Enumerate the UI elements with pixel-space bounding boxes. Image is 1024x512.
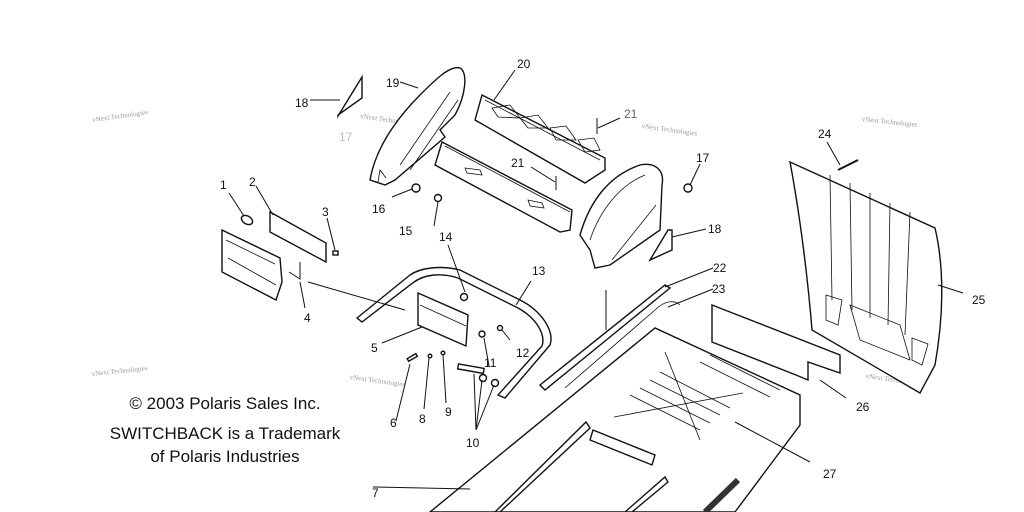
part-14-grommet — [459, 292, 469, 302]
part-4-l-bracket — [288, 262, 301, 280]
callout-24: 24 — [818, 127, 832, 141]
part-3-screw — [332, 250, 339, 256]
callout-8: 8 — [419, 412, 426, 426]
callout-5: 5 — [371, 341, 378, 355]
callout-11: 11 — [484, 356, 497, 370]
callout-1: 1 — [220, 178, 227, 192]
callout-18-left: 18 — [295, 96, 309, 110]
part-13-bumper — [355, 266, 552, 399]
watermark: vNext Technologies — [641, 122, 698, 138]
part-1-bulb — [240, 214, 254, 226]
part-5-tail-light — [417, 291, 469, 348]
part-10-pin — [456, 363, 485, 375]
part-22-rail — [538, 284, 672, 391]
part-7-tunnel — [428, 327, 801, 512]
callout-2: 2 — [249, 175, 256, 189]
callout-17-left: 17 — [339, 130, 353, 144]
part-10-washer-a — [478, 373, 488, 383]
callout-21: 21 — [511, 156, 525, 170]
callout-26: 26 — [856, 400, 870, 414]
watermark: vNext Technologies — [349, 373, 406, 389]
callout-14: 14 — [439, 230, 453, 244]
part-bracket-lower — [434, 140, 573, 233]
part-20-bracket-upper — [474, 93, 606, 184]
part-15-screw — [433, 193, 443, 203]
part-9-washer — [440, 350, 446, 356]
callout-7: 7 — [372, 486, 379, 500]
part-6-bolt — [406, 352, 419, 363]
part-25-snowflap — [789, 160, 943, 394]
trademark-line-1: SWITCHBACK is a Trademark — [109, 424, 341, 443]
part-10-washer-b — [490, 378, 500, 388]
callout-15: 15 — [399, 224, 413, 238]
callout-25: 25 — [972, 293, 986, 307]
callout-12: 12 — [516, 346, 530, 360]
callout-20: 20 — [517, 57, 531, 71]
callout-18-right: 18 — [708, 222, 722, 236]
leader-lines — [228, 69, 964, 490]
callout-3: 3 — [322, 205, 329, 219]
watermark: vNext Technologies — [92, 108, 149, 124]
part-19-side-trim-left — [369, 66, 466, 186]
copyright-text: © 2003 Polaris Sales Inc. — [129, 394, 321, 413]
callout-10: 10 — [466, 436, 480, 450]
callout-16: 16 — [372, 202, 386, 216]
part-8-washer — [427, 353, 433, 359]
watermark: vNext Technologies — [91, 364, 148, 378]
part-26-plate — [711, 303, 841, 382]
part-12-nut — [496, 324, 504, 332]
trademark-line-2: of Polaris Industries — [150, 447, 300, 466]
callout-4: 4 — [304, 311, 311, 325]
callout-6: 6 — [390, 416, 397, 430]
part-16-washer — [411, 183, 421, 193]
callout-27: 27 — [823, 467, 837, 481]
part-tail-light-left — [221, 228, 283, 301]
part-11-nut — [478, 330, 486, 338]
callout-labels: 1 2 3 4 5 6 7 8 9 10 11 12 13 14 15 16 1… — [220, 57, 986, 500]
callout-21-top: 21 — [624, 107, 638, 121]
watermark: vNext Technologies — [861, 115, 918, 129]
callout-19: 19 — [386, 76, 400, 90]
callout-13: 13 — [532, 264, 546, 278]
part-18-lens-left — [337, 74, 363, 119]
part-23-cable — [564, 301, 681, 389]
part-24-pin — [837, 159, 859, 171]
callout-9: 9 — [445, 405, 452, 419]
part-18-lens-right — [648, 229, 673, 262]
callout-17-right: 17 — [696, 151, 710, 165]
part-17-screw — [683, 183, 693, 193]
part-side-trim-right — [579, 163, 664, 269]
callout-23: 23 — [712, 282, 726, 296]
part-2-gasket — [269, 210, 327, 264]
callout-22: 22 — [713, 261, 727, 275]
